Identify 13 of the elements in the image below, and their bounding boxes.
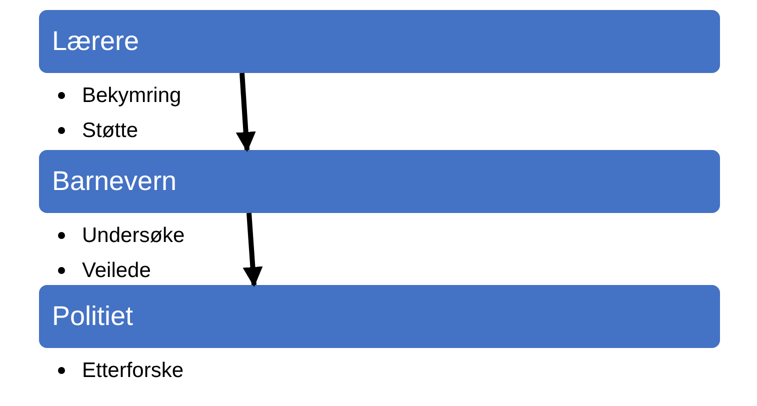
stage-heading: Barnevern [52,168,177,195]
bullet-text: Veilede [82,258,151,284]
stage-bar [39,285,720,348]
stage-heading: Politiet [52,303,134,330]
stage-bar [39,10,720,73]
bullet-text: Støtte [82,118,138,144]
stage-bar [39,150,720,213]
stage-heading: Lærere [52,28,140,55]
bullet-text: Bekymring [82,82,182,109]
arrow [236,72,256,152]
bullet-text: Undersøke [82,222,185,249]
arrow [242,212,263,287]
bullet-text: Etterforske [82,358,184,384]
